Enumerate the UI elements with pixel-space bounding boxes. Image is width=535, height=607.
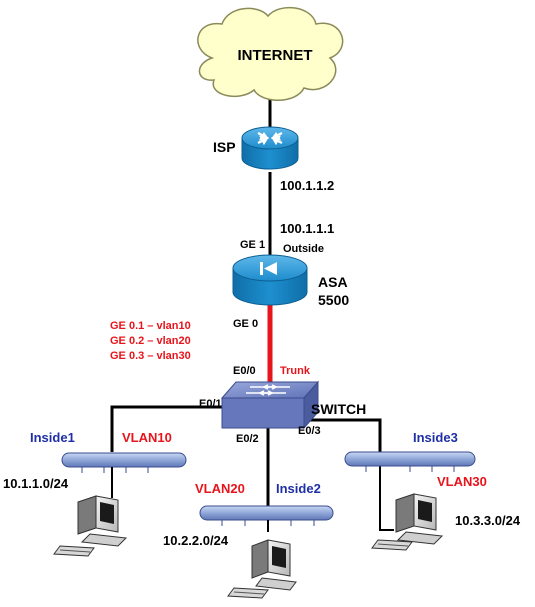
isp-label: ISP — [213, 139, 236, 155]
router-arrows-icon — [257, 132, 283, 146]
port-e02: E0/2 — [236, 433, 259, 445]
port-e01: E0/1 — [199, 398, 222, 410]
segment-3-subnet: 10.3.3.0/24 — [455, 513, 521, 528]
segment-3-name: Inside3 — [413, 430, 458, 445]
port-e03: E0/3 — [298, 425, 321, 437]
segment-2-bus — [199, 505, 334, 532]
switch — [220, 380, 320, 430]
workstation-1 — [53, 467, 128, 557]
segment3-host-link — [379, 466, 394, 531]
asa-outside-ip: 100.1.1.1 — [280, 221, 334, 236]
trunk-label: Trunk — [280, 365, 311, 377]
isp-router — [241, 126, 299, 170]
segment-3-bus — [344, 451, 476, 472]
segment-1-subnet: 10.1.1.0/24 — [3, 476, 69, 491]
switch-arrows-icon — [246, 384, 290, 396]
asa-outside-port: GE 1 — [240, 239, 265, 251]
e03-link — [300, 418, 382, 452]
segment-1-bus — [61, 452, 187, 473]
e01-link — [110, 405, 230, 452]
segment-3-vlan: VLAN30 — [437, 474, 487, 489]
subinterface-3: GE 0.3 – vlan30 — [110, 350, 191, 362]
segment-1-vlan: VLAN10 — [122, 430, 172, 445]
subinterface-1: GE 0.1 – vlan10 — [110, 320, 191, 332]
asa-outside-label: Outside — [283, 243, 324, 255]
internet-label: INTERNET — [238, 47, 313, 64]
cloud-icon — [197, 6, 344, 101]
isp-ip: 100.1.1.2 — [280, 178, 334, 193]
port-e00: E0/0 — [233, 365, 256, 377]
subinterface-2: GE 0.2 – vlan20 — [110, 335, 191, 347]
asa-firewall — [232, 254, 308, 306]
segment-1-name: Inside1 — [30, 430, 75, 445]
workstation-3 — [371, 493, 444, 551]
segment-2-vlan: VLAN20 — [195, 481, 245, 496]
internet-cloud: INTERNET — [197, 6, 344, 101]
asa-inside-port: GE 0 — [233, 318, 258, 330]
firewall-arrow-icon — [260, 262, 277, 275]
asa-name: ASA — [318, 274, 348, 290]
segment-2-subnet: 10.2.2.0/24 — [163, 533, 229, 548]
segment-2-name: Inside2 — [276, 481, 321, 496]
asa-model: 5500 — [318, 292, 349, 308]
workstation-2 — [227, 539, 297, 599]
switch-label: SWITCH — [311, 401, 366, 417]
